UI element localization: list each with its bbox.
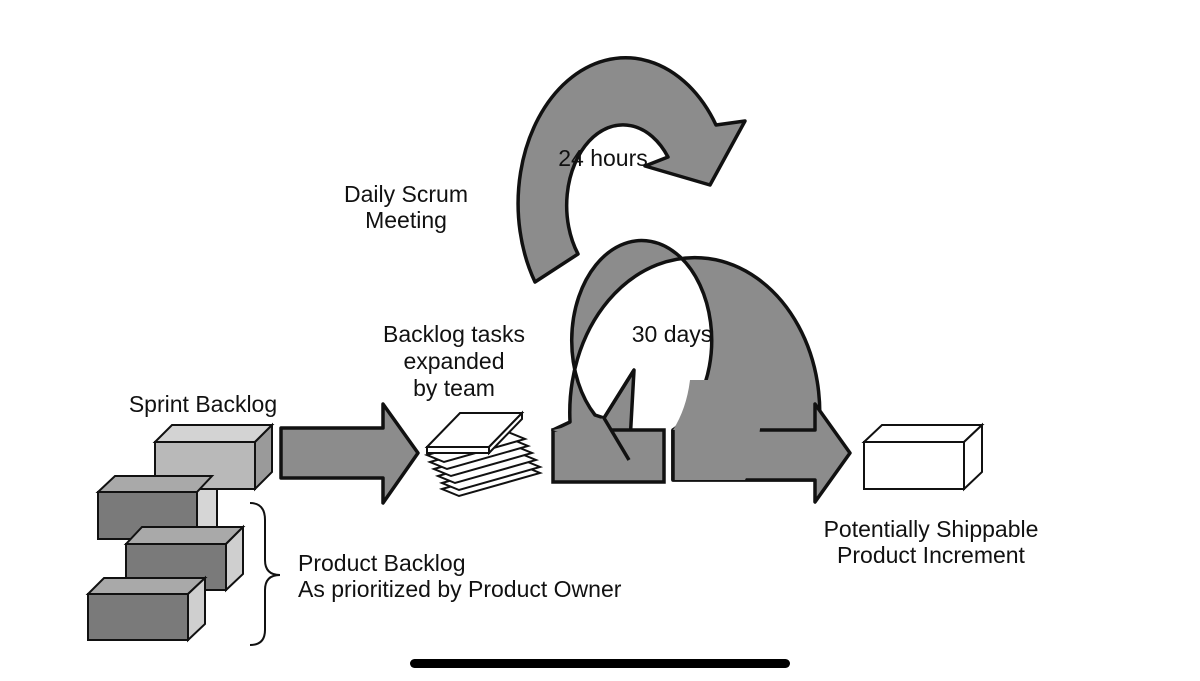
increment-label-line1: Potentially Shippable [824,516,1039,542]
task-stack-icon [423,410,544,498]
product-backlog-label-line2: As prioritized by Product Owner [298,576,622,602]
backlog-boxes-icon [85,422,275,643]
expanded-tasks-label-line2: expanded [403,348,504,374]
product-backlog-label-line1: Product Backlog [298,550,465,576]
cycle-30-days-label: 30 days [632,321,713,347]
daily-cycle-arrow-icon [516,56,747,284]
curly-brace-icon [249,502,281,646]
expanded-tasks-label-line3: by team [413,375,495,401]
labels: Daily Scrum Meeting 24 hours 30 days Bac… [129,145,1039,602]
home-indicator-bar[interactable] [410,659,790,668]
cycle-24-hours-label: 24 hours [558,145,648,171]
increment-label-line2: Product Increment [837,542,1026,568]
sprint-backlog-label: Sprint Backlog [129,391,277,417]
increment-box-icon [861,422,985,492]
daily-scrum-label-line2: Meeting [365,207,447,233]
expanded-tasks-label-line1: Backlog tasks [383,321,525,347]
flow-arrow-to-increment-icon [671,380,852,504]
flow-arrow-to-tasks-icon [279,402,420,505]
daily-scrum-label-line1: Daily Scrum [344,181,468,207]
